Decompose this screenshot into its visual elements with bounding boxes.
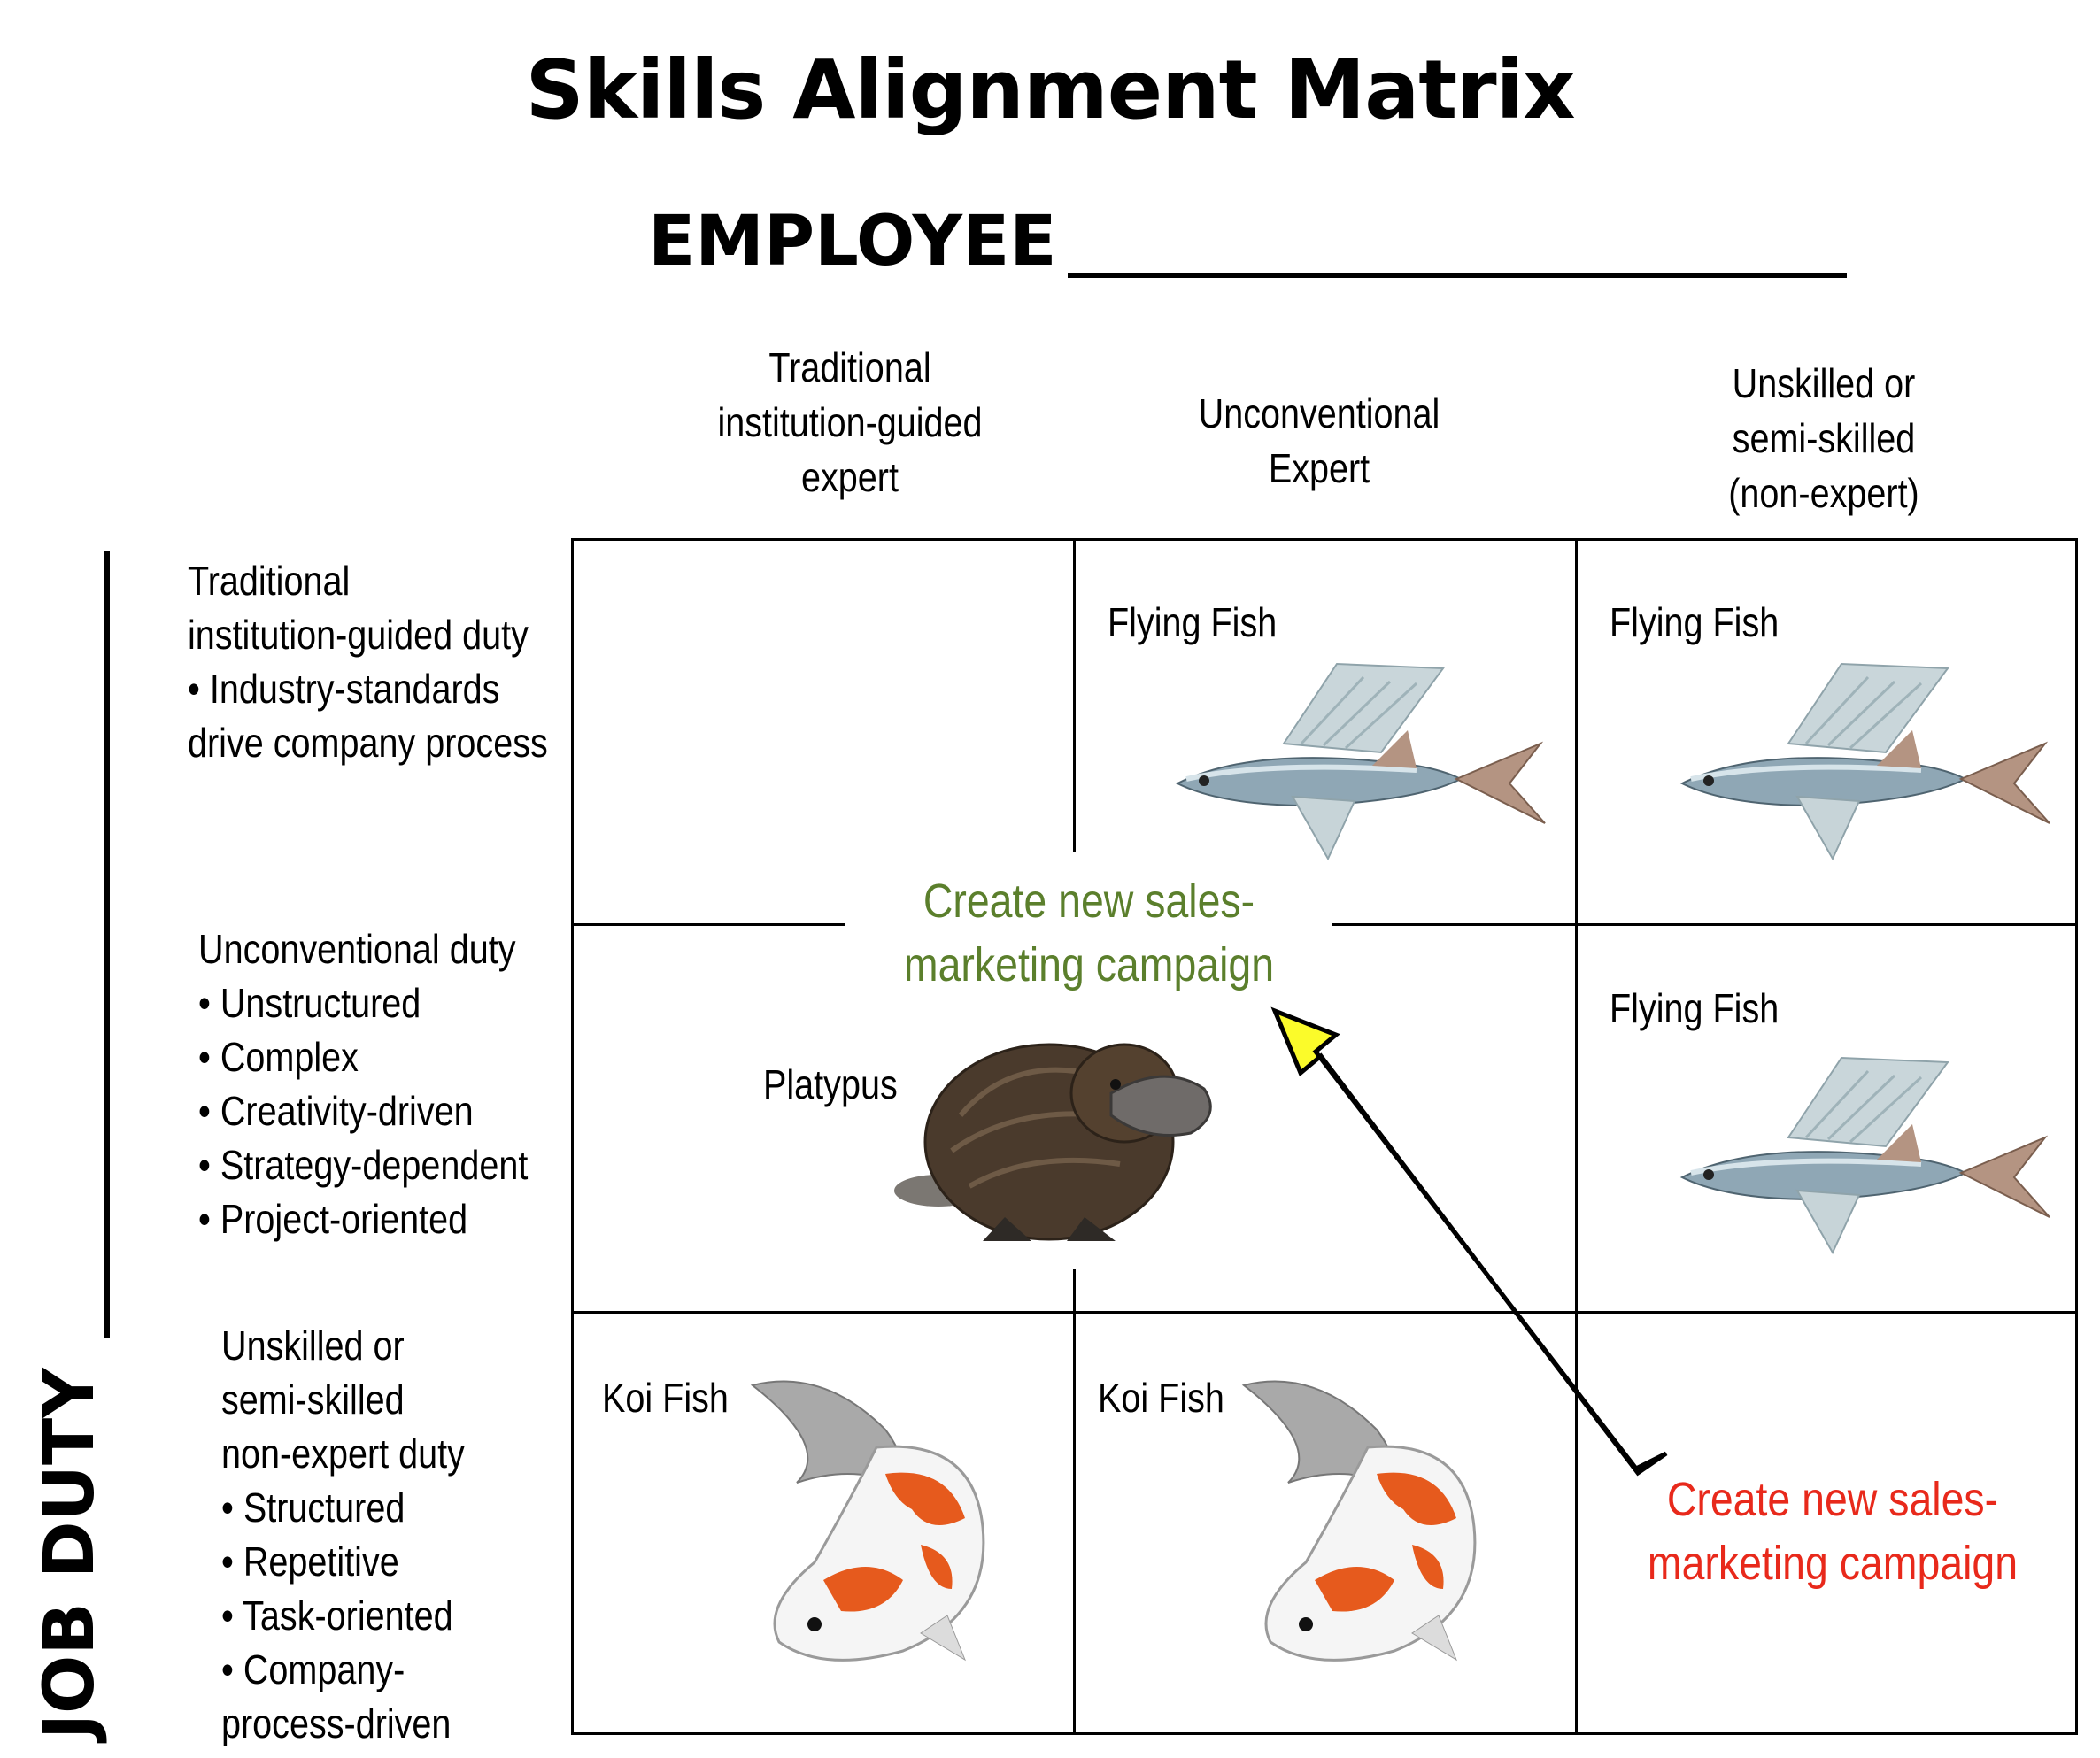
cell-label-r3c2: Koi Fish [1098,1375,1224,1421]
flying-fish-icon [1679,662,2050,861]
koi-fish-icon [1241,1380,1477,1662]
flying-fish-icon [1175,662,1546,861]
employee-name-blank [1068,273,1847,278]
cell-label-r1c3: Flying Fish [1610,599,1780,645]
cell-label-r2c1: Platypus [763,1061,898,1107]
cell-label-r2c3: Flying Fish [1610,985,1780,1031]
page-title: Skills Alignment Matrix [525,42,1575,137]
koi-fish-icon [750,1380,985,1662]
platypus-icon [894,1043,1212,1241]
row-header-unconventional-duty: Unconventional duty• Unstructured• Compl… [198,926,529,1242]
cell-label-r3c1: Koi Fish [602,1375,729,1421]
employee-label: EMPLOYEE [648,202,1057,281]
job-duty-line [104,551,110,1338]
flying-fish-icon [1679,1056,2050,1255]
campaign-label-red: Create new sales-marketing campaign [1647,1473,2019,1590]
campaign-label-green: Create new sales-marketing campaign [903,875,1275,991]
cell-label-r1c2: Flying Fish [1108,599,1278,645]
